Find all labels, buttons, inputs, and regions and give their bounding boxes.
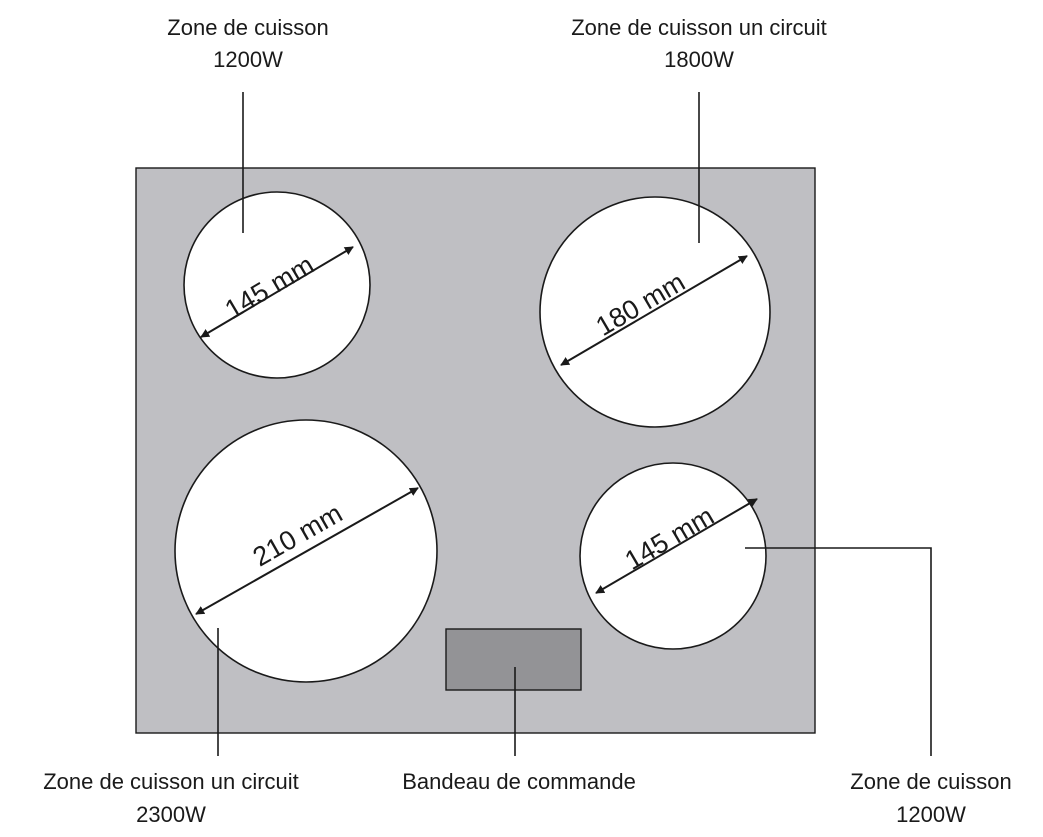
label-bottom-left-name: Zone de cuisson un circuit [43, 769, 299, 794]
label-top-right-power: 1800W [664, 47, 734, 72]
control-panel [445, 628, 582, 691]
dimension-arrow-top-right [560, 255, 748, 366]
label-top-left-power: 1200W [213, 47, 283, 72]
cooking-zone-bottom-right [579, 462, 767, 650]
label-bottom-right-name: Zone de cuisson [850, 769, 1011, 794]
label-bottom-left-power: 2300W [136, 802, 206, 827]
label-top-right-name: Zone de cuisson un circuit [571, 15, 827, 40]
dimension-arrow-top-left [200, 246, 354, 338]
label-top-left-name: Zone de cuisson [167, 15, 328, 40]
leader-line-bottom-right [745, 547, 932, 756]
label-bottom-right-power: 1200W [896, 802, 966, 827]
dimension-arrow-bottom-right [595, 498, 758, 594]
label-control-panel: Bandeau de commande [402, 769, 636, 794]
dimension-arrow-bottom-left [195, 487, 419, 615]
